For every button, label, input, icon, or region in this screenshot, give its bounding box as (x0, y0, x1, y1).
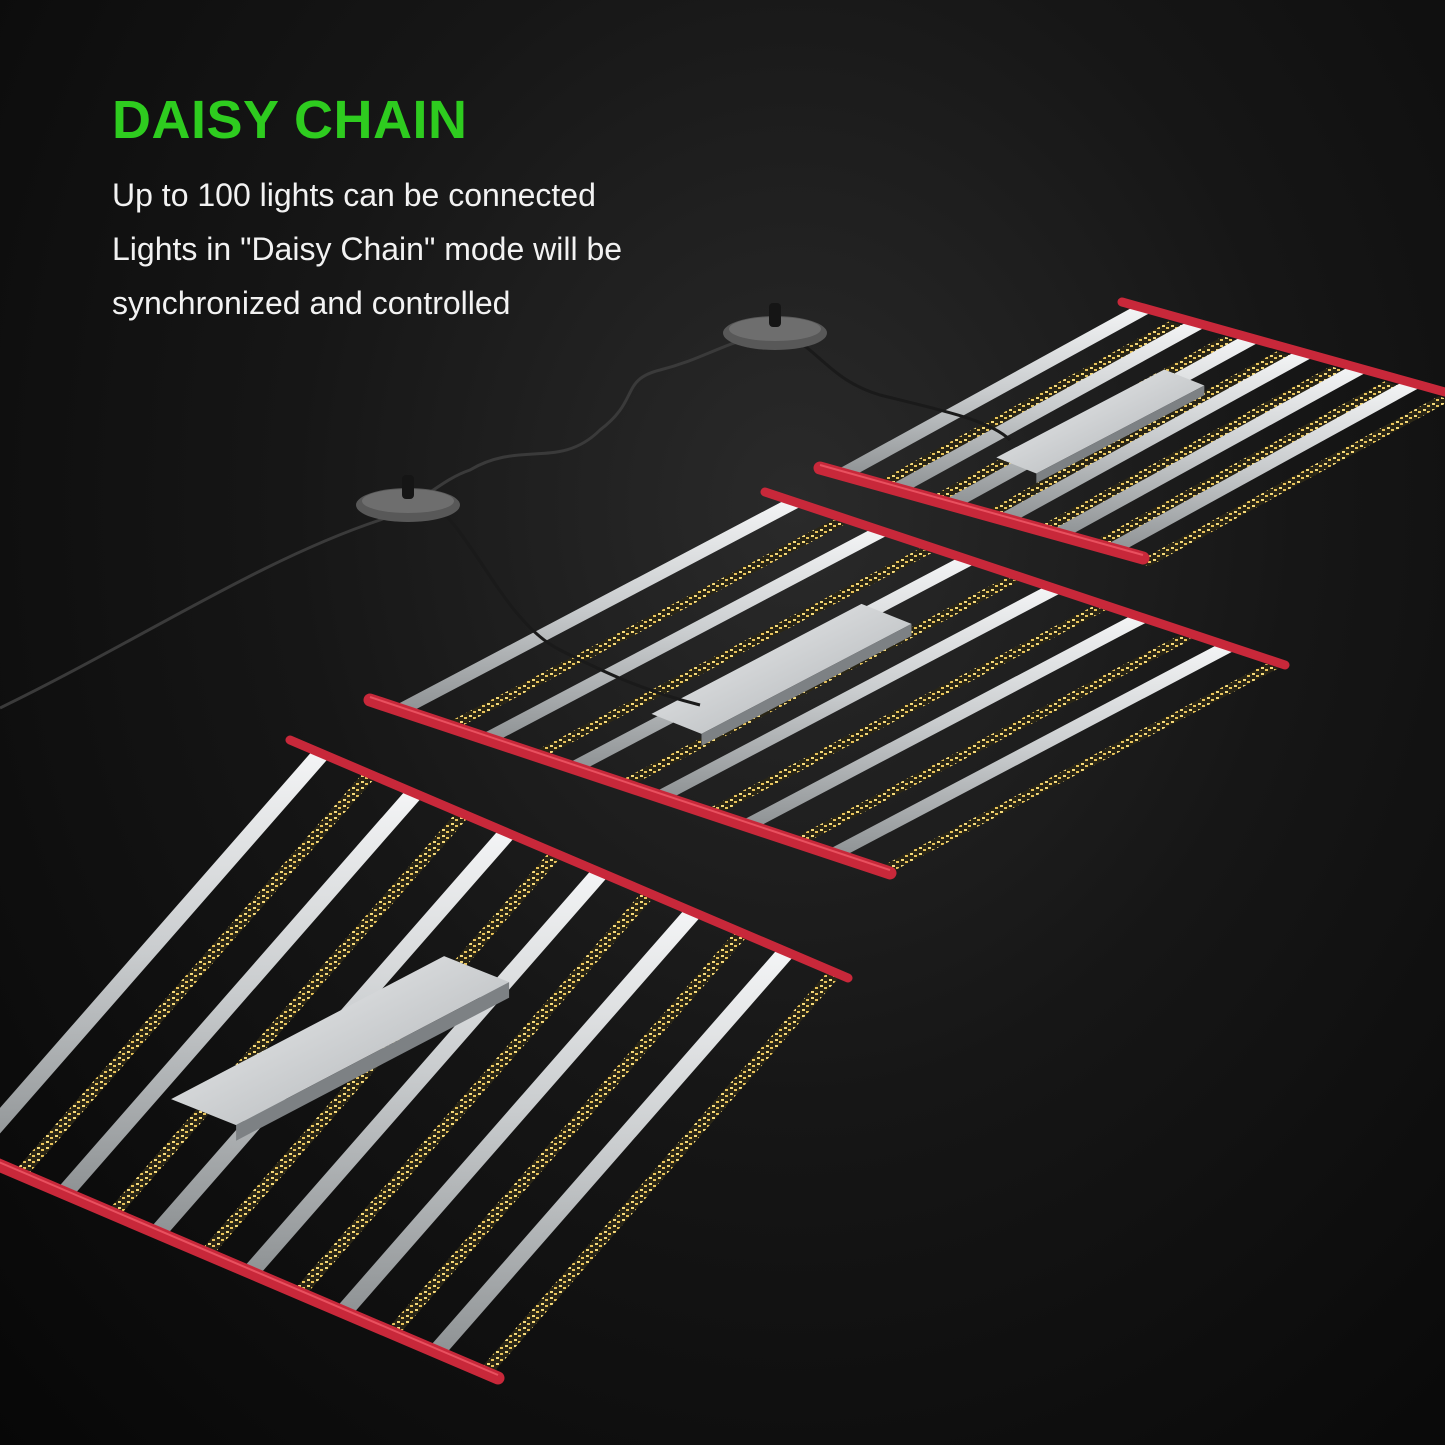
light-bar (825, 643, 1238, 857)
daisy-chain-controller-box-icon (356, 475, 460, 522)
light-bar (1048, 365, 1369, 538)
light-bar (478, 528, 891, 742)
light-bar (242, 868, 610, 1275)
led-strip (524, 548, 933, 761)
frame-rail (760, 487, 1290, 670)
led-grow-light-fixture-icon (0, 735, 853, 1385)
light-bar (887, 320, 1207, 493)
headline: DAISY CHAIN (112, 90, 468, 150)
driver-box-side (236, 982, 510, 1141)
power-cable (779, 328, 1012, 442)
description-line-1: Up to 100 lights can be connected (112, 177, 596, 213)
led-strip (104, 814, 468, 1219)
light-bar (391, 499, 805, 713)
daisy-chain-controller-box-icon (723, 303, 827, 350)
led-strip (697, 606, 1106, 819)
led-grow-light-fixture-icon (363, 487, 1290, 880)
led-strip (871, 664, 1279, 877)
description-line-3: synchronized and controlled (112, 285, 511, 321)
led-grow-light-fixture-icon (813, 297, 1445, 567)
driver-box (996, 369, 1205, 474)
led-strip (476, 972, 840, 1377)
led-strip (1028, 366, 1344, 537)
light-bar (56, 789, 424, 1196)
led-strip (437, 519, 846, 732)
description: Up to 100 lights can be connected Lights… (112, 168, 622, 330)
driver-box (171, 956, 510, 1126)
light-bar (335, 908, 703, 1315)
light-bar (651, 585, 1065, 800)
daisy-chain-cable (0, 333, 761, 710)
frame-rail (285, 735, 853, 983)
led-strip (290, 893, 654, 1298)
frame-rail (1117, 297, 1445, 397)
description-line-2: Lights in "Daisy Chain" mode will be (112, 231, 623, 267)
driver-box (651, 603, 912, 734)
light-bar (833, 305, 1154, 478)
frame-rail (363, 693, 897, 880)
light-bar (0, 749, 331, 1134)
frame-rail (813, 461, 1150, 565)
driver-box-side (701, 623, 912, 746)
power-cable (419, 493, 701, 707)
light-bar (738, 614, 1151, 829)
frame-rail (0, 1158, 505, 1385)
led-strip (11, 774, 375, 1179)
led-strip (975, 351, 1290, 522)
led-strip (867, 321, 1183, 492)
plug (769, 303, 781, 327)
light-bar (428, 948, 796, 1354)
led-strip (1082, 381, 1398, 552)
light-bar (1102, 380, 1423, 553)
light-bar (994, 350, 1315, 523)
driver-box-side (1036, 385, 1205, 484)
plug (402, 475, 414, 499)
led-strip (1136, 396, 1445, 567)
led-strip (784, 635, 1193, 848)
led-strip (383, 933, 747, 1338)
